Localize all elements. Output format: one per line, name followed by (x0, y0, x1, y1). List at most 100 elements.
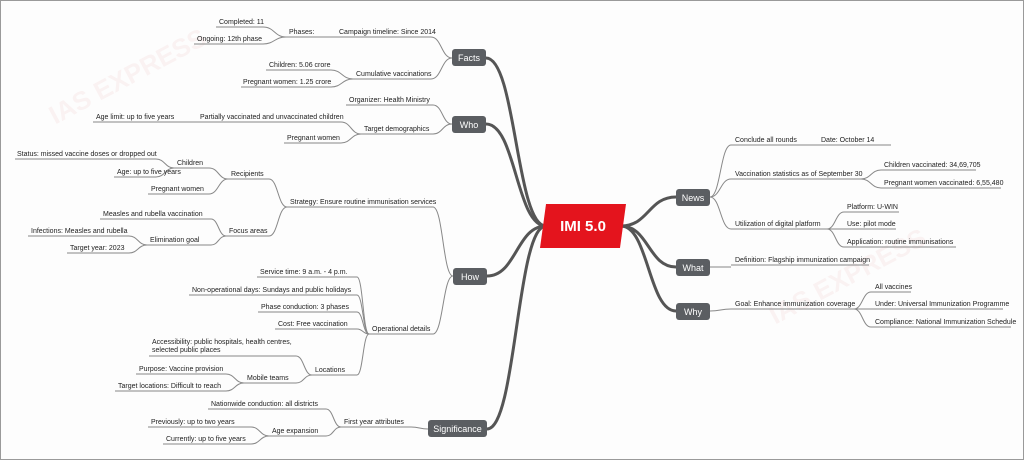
node-date: Date: October 14 (821, 137, 875, 144)
connector (620, 224, 677, 269)
connector (155, 167, 175, 178)
connector (709, 178, 732, 198)
branch-significance: Significance (428, 420, 487, 437)
connector (430, 57, 453, 80)
node-target-year: Target year: 2023 (70, 245, 125, 252)
connector (826, 228, 845, 248)
connector (853, 308, 872, 328)
connector (268, 178, 288, 208)
node-age-expansion: Age expansion (272, 428, 319, 435)
connector (709, 308, 732, 312)
node-locations: Locations (315, 367, 345, 374)
node-under: Under: Universal Immunization Programme (875, 301, 1010, 308)
connector (325, 426, 342, 437)
connector (295, 355, 313, 376)
node-stats: Vaccination statistics as of September 3… (735, 171, 863, 178)
node-platform: Platform: U-WIN (847, 204, 898, 211)
connector (155, 158, 175, 169)
branch-facts: Facts (452, 49, 486, 66)
node-age: Age: up to five years (117, 169, 181, 176)
node-partially: Partially vaccinated and unvaccinated ch… (200, 114, 344, 121)
connector (340, 133, 362, 144)
node-facts-children: Children: 5.06 crore (269, 62, 331, 69)
connector (210, 218, 227, 237)
node-definition: Definition: Flagship immunization campai… (735, 257, 871, 264)
node-organizer: Organizer: Health Ministry (349, 97, 430, 104)
node-recipients: Recipients (231, 171, 264, 178)
node-first-year: First year attributes (344, 419, 404, 426)
node-recipients-pregnant: Pregnant women (151, 186, 204, 193)
node-mobile-teams: Mobile teams (247, 375, 289, 382)
node-phase-conduction: Phase conduction: 3 phases (261, 304, 349, 311)
node-nationwide: Nationwide conduction: all districts (211, 401, 318, 408)
connector (860, 178, 882, 189)
connector (826, 211, 845, 230)
connector (709, 144, 732, 198)
branch-what: What (676, 259, 710, 276)
node-ongoing: Ongoing: 12th phase (197, 36, 262, 43)
connector (330, 69, 354, 80)
connector (356, 333, 370, 376)
connector (268, 206, 288, 237)
branch-why: Why (676, 303, 710, 320)
connector (432, 275, 454, 335)
node-digital: Utilization of digital platform (735, 221, 821, 228)
connector (262, 36, 287, 45)
node-strategy: Strategy: Ensure routine immunisation se… (290, 199, 437, 206)
node-use: Use: pilot mode (847, 221, 896, 228)
node-children-vaccinated: Children vaccinated: 34,69,705 (884, 162, 981, 169)
node-all-vaccines: All vaccines (875, 284, 912, 291)
connector (225, 382, 245, 392)
node-cost: Cost: Free vaccination (278, 321, 348, 328)
node-age-limit: Age limit: up to five years (96, 114, 175, 121)
connector (128, 244, 148, 254)
node-target-locations: Target locations: Difficult to reach (118, 383, 221, 390)
connector (250, 435, 270, 445)
node-who-pregnant: Pregnant women (287, 135, 340, 142)
node-operational: Operational details (372, 326, 431, 333)
connector (432, 104, 453, 125)
connector (432, 206, 454, 277)
node-pregnant-vaccinated: Pregnant women vaccinated: 6,55,480 (884, 180, 1004, 187)
connector (620, 224, 677, 313)
connector (330, 78, 354, 88)
connector (486, 224, 547, 431)
node-elimination: Elimination goal (150, 237, 200, 244)
node-completed: Completed: 11 (219, 19, 265, 26)
branch-who: Who (452, 116, 486, 133)
node-infections: Infections: Measles and rubella (31, 228, 128, 235)
node-application: Application: routine immunisations (847, 239, 954, 246)
central-topic: IMI 5.0 (540, 204, 626, 248)
branch-news: News (676, 189, 710, 206)
node-non-operational: Non-operational days: Sundays and public… (192, 287, 352, 294)
node-facts-pregnant: Pregnant women: 1.25 crore (243, 79, 332, 86)
node-children: Children (177, 160, 204, 167)
node-purpose: Purpose: Vaccine provision (139, 366, 224, 373)
node-currently: Currently: up to five years (166, 436, 246, 443)
node-target-demographics: Target demographics (364, 126, 430, 133)
connector (485, 56, 547, 228)
connector (485, 122, 547, 228)
connector (410, 426, 429, 430)
node-accessibility: Accessibility: public hospitals, health … (152, 339, 292, 354)
branch-how: How (453, 268, 487, 285)
connector (225, 373, 245, 384)
node-conclude: Conclude all rounds (735, 137, 797, 144)
connector (709, 196, 732, 230)
node-cumulative: Cumulative vaccinations (356, 71, 432, 78)
node-focus-areas: Focus areas (229, 228, 268, 235)
connector (250, 426, 270, 437)
connector (853, 291, 872, 310)
connector (486, 224, 547, 278)
connector (128, 235, 148, 246)
connector (262, 26, 287, 38)
node-measles: Measles and rubella vaccination (103, 211, 203, 218)
node-phases: Phases: (289, 29, 315, 36)
connector (295, 374, 313, 384)
connector (210, 235, 227, 246)
node-campaign-timeline: Campaign timeline: Since 2014 (339, 29, 436, 36)
connector (860, 169, 882, 180)
node-status: Status: missed vaccine doses or dropped … (17, 151, 157, 158)
